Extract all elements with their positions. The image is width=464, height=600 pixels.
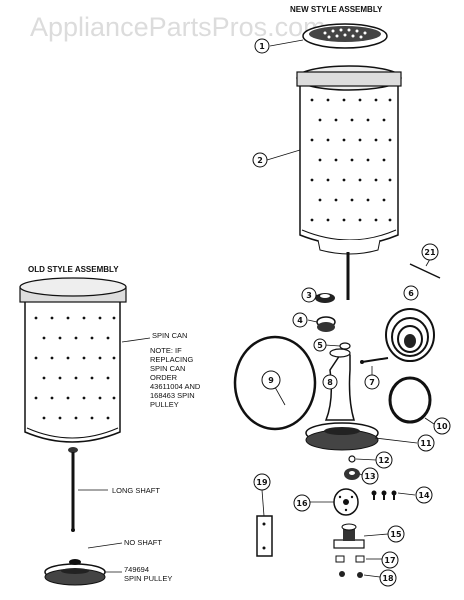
callout-21: 21 (421, 243, 439, 261)
callout-7: 7 (364, 374, 380, 390)
part-clip (348, 455, 356, 463)
callout-1: 1 (254, 38, 270, 54)
svg-text:1: 1 (259, 42, 265, 51)
part-screen-cap (302, 23, 388, 49)
callout-17: 17 (381, 551, 399, 569)
heading-old-style: OLD STYLE ASSEMBLY (28, 265, 119, 274)
part-spin-pulley-old (44, 559, 106, 586)
note-line-4: ORDER (150, 373, 178, 382)
svg-text:2: 2 (257, 156, 263, 165)
svg-text:6: 6 (408, 289, 414, 298)
callout-14: 14 (415, 486, 433, 504)
part-snap-ring (388, 376, 432, 424)
part-clips (335, 555, 365, 563)
svg-text:5: 5 (317, 341, 323, 350)
svg-text:4: 4 (297, 316, 303, 325)
part-pin (360, 357, 389, 364)
callout-9: 9 (261, 370, 281, 390)
note-line-1: NOTE: IF (150, 346, 182, 355)
note-line-7: PULLEY (150, 400, 179, 409)
callout-2: 2 (252, 152, 268, 168)
svg-text:7: 7 (369, 378, 375, 387)
svg-text:21: 21 (424, 248, 436, 257)
callouts: 1 2 3 4 5 6 7 8 9 10 11 12 13 14 15 16 1… (252, 38, 451, 587)
callout-8: 8 (322, 374, 338, 390)
callout-4: 4 (292, 312, 308, 328)
callout-11: 11 (417, 434, 435, 452)
svg-text:15: 15 (390, 530, 402, 539)
callout-16: 16 (293, 494, 311, 512)
part-drive-hub (333, 488, 359, 516)
part-screws (371, 490, 397, 500)
watermark: AppliancePartsPros.com (30, 12, 326, 42)
svg-text:19: 19 (256, 478, 268, 487)
part-spin-can-old (19, 277, 127, 443)
heading-new-style: NEW STYLE ASSEMBLY (290, 5, 383, 14)
part-spin-pulley-hub (305, 348, 379, 451)
part-washer (339, 342, 351, 350)
svg-text:16: 16 (296, 499, 308, 508)
svg-text:11: 11 (420, 439, 432, 448)
svg-text:10: 10 (436, 422, 448, 431)
part-bearing (344, 468, 360, 480)
label-spin-pulley: SPIN PULLEY (124, 574, 172, 583)
part-tool (409, 263, 441, 279)
label-no-shaft: NO SHAFT (124, 538, 162, 547)
part-brake-assembly (333, 523, 365, 549)
callout-18: 18 (379, 569, 397, 587)
callout-15: 15 (387, 525, 405, 543)
part-spin-can-new (296, 65, 402, 300)
svg-text:14: 14 (418, 491, 430, 500)
callout-10: 10 (433, 417, 451, 435)
part-nuts (339, 571, 363, 578)
callout-19: 19 (253, 473, 271, 491)
svg-text:13: 13 (364, 472, 375, 481)
svg-text:17: 17 (384, 556, 395, 565)
note-line-2: REPLACING (150, 355, 194, 364)
svg-text:3: 3 (306, 291, 312, 300)
svg-text:8: 8 (327, 378, 333, 387)
note-line-6: 168463 SPIN (150, 391, 195, 400)
note-line-5: 43611004 AND (150, 382, 201, 391)
callout-3: 3 (301, 287, 317, 303)
callout-13: 13 (361, 467, 379, 485)
part-seal (316, 316, 336, 332)
callout-6: 6 (403, 285, 419, 301)
svg-text:18: 18 (382, 574, 394, 583)
note-line-3: SPIN CAN (150, 364, 185, 373)
svg-text:9: 9 (268, 376, 274, 385)
label-long-shaft: LONG SHAFT (112, 486, 160, 495)
callout-5: 5 (313, 338, 327, 352)
part-long-shaft (68, 447, 78, 532)
part-belt (233, 335, 317, 431)
part-bushing (315, 293, 335, 303)
part-spring (385, 308, 435, 362)
label-pulley-number: 749694 (124, 565, 149, 574)
callout-12: 12 (375, 451, 393, 469)
label-spin-can: SPIN CAN (152, 331, 187, 340)
svg-text:12: 12 (378, 456, 389, 465)
part-strap (256, 515, 273, 557)
